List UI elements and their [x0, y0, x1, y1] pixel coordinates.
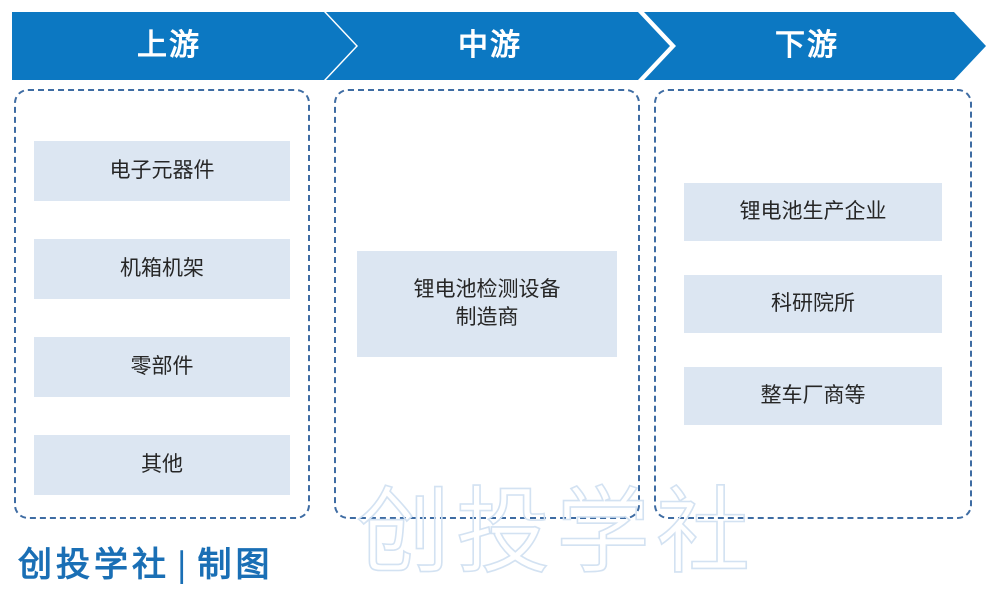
stage-header-band: 上游 中游 下游 [0, 0, 986, 88]
footer-separator: | [176, 545, 192, 585]
list-item[interactable]: 零部件 [34, 337, 290, 397]
item-label: 机箱机架 [120, 256, 204, 280]
list-item[interactable]: 整车厂商等 [684, 367, 942, 425]
panel-midstream: 锂电池检测设备 制造商 [334, 89, 640, 519]
list-item[interactable]: 锂电池检测设备 制造商 [357, 251, 617, 357]
list-item[interactable]: 其他 [34, 435, 290, 495]
panel-upstream: 电子元器件 机箱机架 零部件 其他 [14, 89, 310, 519]
stage-header-label-upstream: 上游 [137, 29, 201, 62]
stage-header-label-downstream: 下游 [775, 29, 839, 62]
item-label: 科研院所 [771, 291, 855, 315]
item-label-block: 锂电池检测设备 制造商 [414, 276, 561, 333]
list-item[interactable]: 锂电池生产企业 [684, 183, 942, 241]
footer-credit: 创投学社|制图 [18, 548, 273, 582]
footer-brand: 创投学社 [18, 545, 170, 585]
item-label: 零部件 [130, 354, 194, 378]
list-item[interactable]: 机箱机架 [34, 239, 290, 299]
stage-header-label-midstream: 中游 [458, 29, 522, 62]
item-label: 电子元器件 [109, 158, 215, 182]
item-label-line1: 锂电池检测设备 [413, 277, 561, 301]
list-item[interactable]: 科研院所 [684, 275, 942, 333]
stage-header-midstream[interactable]: 中游 [326, 12, 670, 80]
list-item[interactable]: 电子元器件 [34, 141, 290, 201]
item-label: 其他 [141, 452, 183, 476]
stage-header-downstream[interactable]: 下游 [644, 12, 986, 80]
item-label-line2: 制造商 [455, 306, 519, 329]
item-label: 锂电池生产企业 [739, 199, 887, 223]
footer-suffix: 制图 [197, 545, 274, 585]
stage-header-upstream[interactable]: 上游 [12, 12, 356, 80]
panel-downstream: 锂电池生产企业 科研院所 整车厂商等 [654, 89, 972, 519]
item-label: 整车厂商等 [760, 383, 866, 407]
